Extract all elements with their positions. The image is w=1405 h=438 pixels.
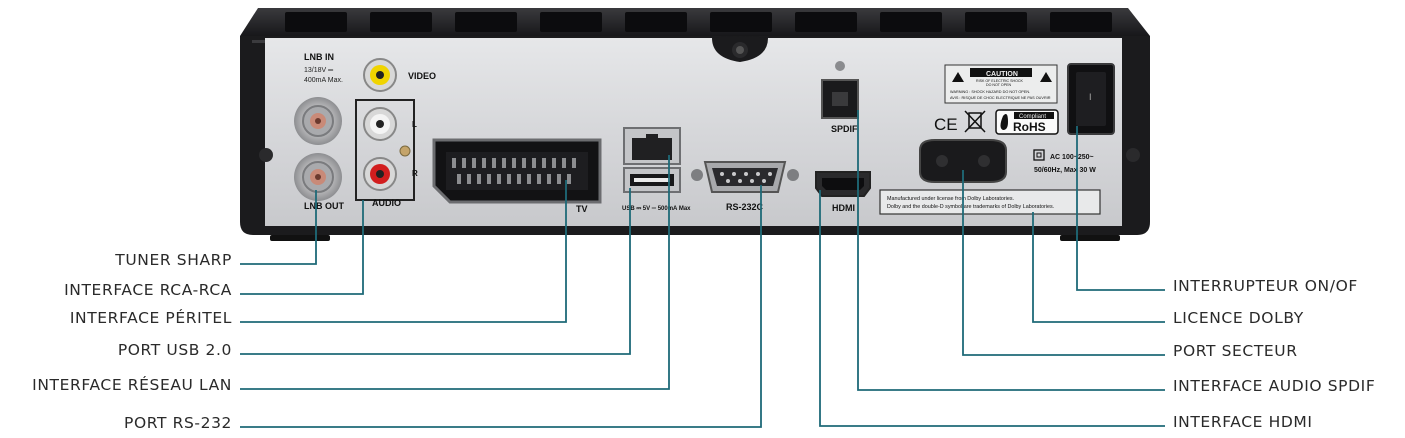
usb-label: USB ⎓ 5V ═ 500mA Max — [622, 206, 691, 212]
warning-line-2: AVIS : RISQUE DE CHOC ELECTRIQUE NE PAS … — [950, 96, 1051, 100]
lnb-in-label: LNB IN — [304, 52, 334, 62]
caution-sub-2: DO NOT OPEN — [986, 83, 1011, 87]
weee-bin-icon — [964, 110, 986, 133]
caution-sub-1: RISK OF ELECTRIC SHOCK — [976, 79, 1024, 83]
caution-title: CAUTION — [986, 71, 1018, 78]
scart-connector[interactable] — [432, 138, 602, 204]
audio-l-label: L — [412, 120, 417, 129]
spdif-screw — [835, 61, 845, 71]
power-spec-2: 50/60Hz, Max 30 W — [1034, 167, 1096, 174]
audio-r-rca-jack[interactable] — [363, 157, 397, 191]
video-label: VIDEO — [408, 71, 436, 81]
right-foot — [1060, 235, 1120, 241]
audio-l-rca-jack[interactable] — [363, 107, 397, 141]
dolby-line-2: Dolby and the double-D symbol are tradem… — [887, 204, 1054, 210]
callout-tuner-sharp: TUNER SHARP — [115, 251, 232, 269]
hdmi-port[interactable] — [815, 171, 871, 197]
ce-mark: CE — [934, 115, 958, 134]
dolby-notice: Manufactured under license from Dolby La… — [879, 189, 1101, 215]
lnb-out-connector[interactable] — [294, 153, 342, 201]
power-switch[interactable]: I — [1067, 63, 1115, 135]
double-insulation-icon — [1033, 149, 1045, 161]
rohs-top-label: Compliant — [1019, 114, 1046, 120]
rs232-connector[interactable] — [691, 161, 799, 193]
caution-box: CAUTION RISK OF ELECTRIC SHOCK DO NOT OP… — [944, 64, 1058, 104]
audio-label: AUDIO — [372, 198, 401, 208]
switch-on-mark: I — [1089, 92, 1092, 102]
spdif-port[interactable] — [821, 79, 859, 119]
lnb-in-connector[interactable] — [294, 97, 342, 145]
audio-r-label: R — [412, 169, 418, 178]
left-screw — [259, 148, 273, 162]
callout-port-rs232: PORT RS-232 — [124, 414, 232, 432]
callout-interface-peritel: INTERFACE PÉRITEL — [69, 309, 232, 327]
callout-port-usb: PORT USB 2.0 — [117, 341, 232, 359]
rohs-label: RoHS — [1013, 120, 1046, 134]
hdmi-label: HDMI — [832, 203, 855, 213]
callout-hdmi: INTERFACE HDMI — [1173, 413, 1313, 431]
power-spec-1: AC 100~250~ — [1050, 154, 1094, 161]
spdif-label: SPDIF — [831, 124, 858, 134]
leader-lines — [240, 110, 1165, 428]
top-vents — [285, 12, 1112, 32]
callout-interface-lan: INTERFACE RÉSEAU LAN — [32, 376, 232, 394]
audio-bracket — [355, 99, 415, 201]
usb-port[interactable] — [623, 167, 681, 193]
ground-screw — [399, 145, 411, 157]
left-foot — [270, 235, 330, 241]
dolby-line-1: Manufactured under license from Dolby La… — [887, 196, 1014, 202]
lnb-out-label: LNB OUT — [304, 201, 344, 211]
callout-interface-rca: INTERFACE RCA-RCA — [64, 281, 232, 299]
rs232c-label: RS-232C — [726, 202, 764, 212]
lan-port[interactable] — [623, 127, 681, 165]
callout-power-switch: INTERRUPTEUR ON/OF — [1173, 277, 1358, 295]
power-socket[interactable] — [919, 139, 1007, 183]
callout-spdif: INTERFACE AUDIO SPDIF — [1173, 377, 1376, 395]
lnb-in-spec-2: 400mA Max. — [304, 77, 343, 84]
right-screw — [1126, 148, 1140, 162]
callout-power-port: PORT SECTEUR — [1173, 342, 1298, 360]
lnb-in-spec-1: 13/18V ═ — [304, 67, 333, 74]
callout-dolby-license: LICENCE DOLBY — [1173, 309, 1304, 327]
rohs-badge: Compliant RoHS — [995, 109, 1059, 135]
warning-line-1: WARNING : SHOCK HAZARD DO NOT OPEN. — [950, 90, 1030, 94]
tv-label: TV — [576, 204, 588, 214]
video-rca-jack[interactable] — [363, 58, 397, 92]
